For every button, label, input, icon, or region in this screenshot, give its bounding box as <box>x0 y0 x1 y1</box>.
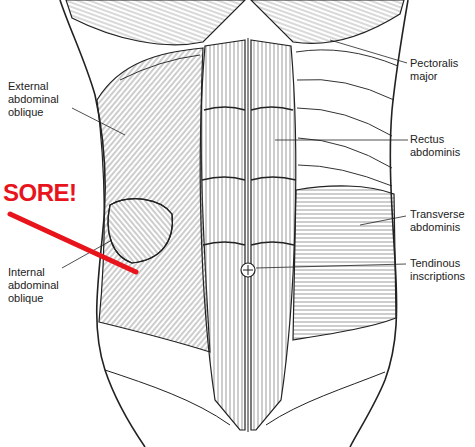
torso-right <box>350 0 408 447</box>
inscription <box>251 177 296 180</box>
rib <box>297 108 392 136</box>
ribs <box>120 50 398 186</box>
inscription <box>202 177 245 180</box>
transverse-abdominis <box>293 186 396 340</box>
inscription <box>204 107 245 110</box>
linea-alba <box>248 38 249 432</box>
leader-line <box>360 216 406 225</box>
callout-text: SORE! <box>3 180 77 206</box>
navel-cross <box>243 265 253 275</box>
oblique-window <box>108 199 172 263</box>
rib <box>296 50 398 66</box>
rib <box>297 79 394 100</box>
navel-ring <box>241 263 255 277</box>
rib <box>298 165 392 186</box>
leader-lines <box>62 40 408 268</box>
rib <box>298 138 392 168</box>
navel <box>241 263 255 277</box>
inscription <box>251 242 294 245</box>
part-label: Pectoralis major <box>410 57 472 83</box>
leader-line <box>330 40 407 63</box>
part-label: Internal abdominal oblique <box>8 266 70 305</box>
rectus-left <box>200 40 245 430</box>
leader-line <box>62 240 112 268</box>
torso-outline <box>60 0 408 447</box>
part-label: Tendinous inscriptions <box>410 257 472 283</box>
sore-pointer <box>10 214 136 272</box>
leader-line <box>275 140 408 141</box>
internal-oblique <box>108 199 172 263</box>
inguinal-left <box>105 370 230 425</box>
tendinous-lines <box>202 38 296 432</box>
external-oblique <box>97 48 210 352</box>
rectus-right <box>251 40 296 430</box>
rib <box>120 55 200 80</box>
torso-left <box>60 0 145 447</box>
part-label: Rectus abdominis <box>410 133 472 159</box>
pectoralis-left <box>66 0 245 45</box>
inscription <box>251 107 293 110</box>
inscription <box>203 242 245 245</box>
muscles <box>66 0 404 430</box>
leader-line <box>72 108 125 135</box>
inguinal-right <box>266 372 385 425</box>
leader-line <box>256 264 406 268</box>
pectoralis-right <box>251 0 404 44</box>
part-label: External abdominal oblique <box>8 80 70 119</box>
part-label: Transverse abdominis <box>410 208 472 234</box>
